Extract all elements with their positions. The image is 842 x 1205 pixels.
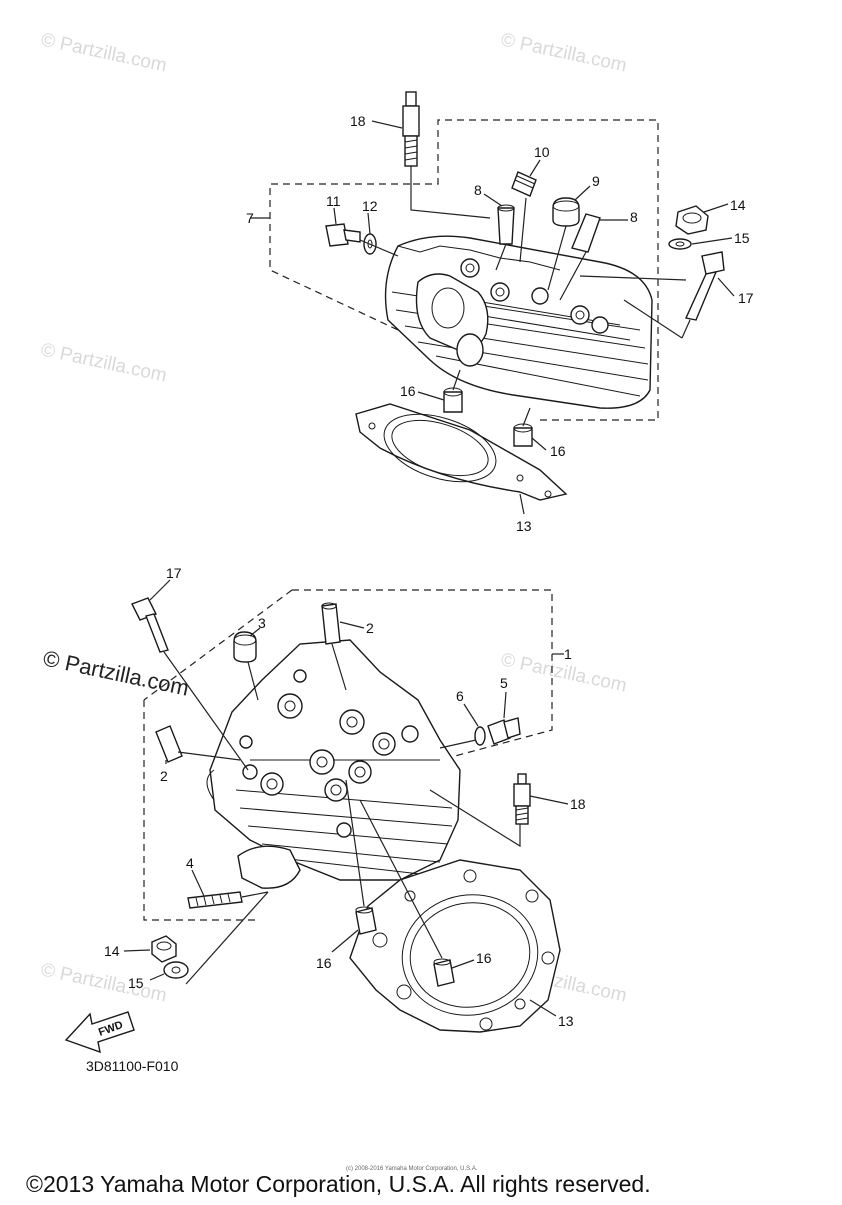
watermark: © Partzilla.com (499, 29, 629, 76)
callout-label: 15 (734, 230, 750, 246)
upper-bolt (325, 223, 361, 247)
callout-label: 16 (316, 955, 332, 971)
upper-head-gasket (355, 403, 568, 501)
callout-label: 7 (246, 210, 254, 226)
callout-label: 13 (558, 1013, 574, 1029)
callout-label: 3 (258, 615, 266, 631)
lower-head-gasket (349, 859, 561, 1033)
upper-dowel-pin-left (497, 207, 515, 245)
lower-assembly-boundary (143, 589, 553, 921)
lower-head-assembly (131, 589, 564, 1033)
lower-plug (233, 631, 257, 663)
upper-dowel-16b (513, 427, 533, 447)
callout-label: 10 (534, 144, 550, 160)
lower-washer-15 (163, 961, 189, 979)
lower-stud-bolt (187, 891, 243, 909)
fine-print: (c) 2008-2016 Yamaha Motor Corporation, … (346, 1166, 478, 1172)
lower-dowel-16a (355, 907, 377, 935)
footer-copyright: ©2013 Yamaha Motor Corporation, U.S.A. A… (26, 1171, 651, 1197)
callout-label: 15 (128, 975, 144, 991)
upper-dowel-16a (443, 391, 463, 413)
lower-nut (151, 935, 177, 963)
lower-dowel-pin-left (155, 725, 183, 763)
forward-arrow-icon: FWD (64, 1011, 135, 1054)
watermark: © Partzilla.com (39, 959, 169, 1006)
upper-stud-bolt (511, 171, 537, 197)
watermark-logo: © Partzilla.com (41, 645, 191, 700)
callout-label: 13 (516, 518, 532, 534)
upper-assembly-boundary (269, 119, 659, 421)
callout-label: 16 (550, 443, 566, 459)
callout-label: 14 (730, 197, 746, 213)
upper-plug (552, 197, 580, 227)
callout-label: 8 (630, 209, 638, 225)
watermark: © Partzilla.com (39, 29, 169, 76)
lower-dowel-16b (433, 959, 455, 987)
callout-label: 11 (326, 193, 341, 209)
callout-label: 17 (166, 565, 182, 581)
callout-label: 8 (474, 182, 482, 198)
callout-label: 2 (160, 768, 168, 784)
upper-head-assembly (250, 91, 725, 501)
upper-nut (675, 205, 709, 235)
callout-label: 18 (350, 113, 366, 129)
lower-callouts: 17 3 2 1 5 6 2 18 4 14 15 16 16 13 (104, 565, 586, 1029)
callout-label: 2 (366, 620, 374, 636)
callout-label: 12 (362, 198, 378, 214)
callout-label: 14 (104, 943, 120, 959)
watermark: © Partzilla.com (39, 339, 169, 386)
upper-long-bolt (681, 251, 725, 339)
lower-long-bolt (131, 597, 169, 653)
upper-washer-15 (668, 238, 692, 250)
upper-cylinder-head (384, 235, 653, 409)
callout-label: 4 (186, 855, 194, 871)
upper-spark-plug (402, 91, 420, 176)
lower-cylinder-head (206, 639, 461, 889)
callout-label: 16 (476, 950, 492, 966)
lower-washer (474, 726, 486, 746)
callout-label: 6 (456, 688, 464, 704)
lower-dowel-pin-upper (321, 603, 341, 645)
upper-callouts: 18 10 9 8 8 7 11 12 14 15 17 16 16 13 (246, 113, 754, 534)
callout-label: 17 (738, 290, 754, 306)
lower-bolt (487, 717, 521, 745)
callout-label: 9 (592, 173, 600, 189)
callout-label: 18 (570, 796, 586, 812)
diagram-code: 3D81100-F010 (86, 1058, 179, 1074)
upper-dowel-pin-right (571, 213, 601, 253)
callout-label: 5 (500, 675, 508, 691)
callout-label: 1 (564, 646, 572, 662)
lower-spark-plug (513, 773, 531, 825)
callout-label: 16 (400, 383, 416, 399)
